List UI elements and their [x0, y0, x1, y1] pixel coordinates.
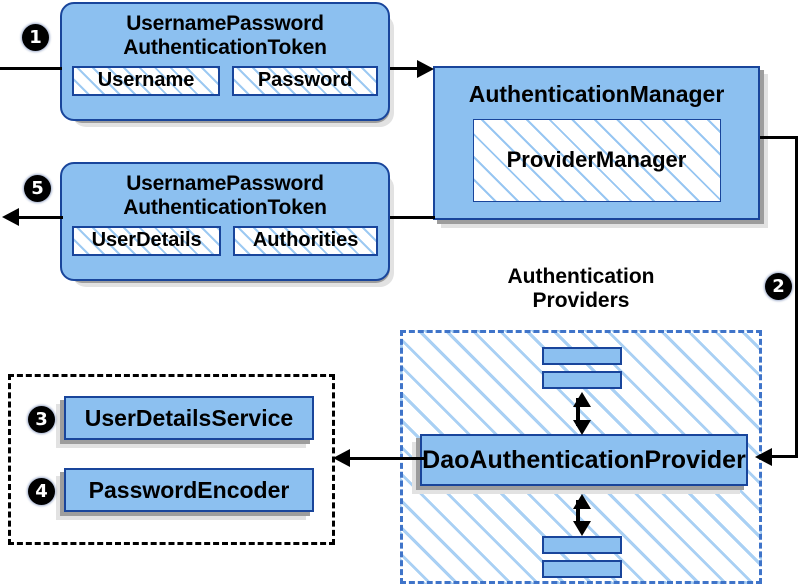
password-encoder-label: PasswordEncoder — [88, 476, 290, 503]
response-token-slot-authorities: Authorities — [233, 226, 378, 257]
authentication-providers-title-line2: Providers — [532, 288, 630, 312]
authentication-providers-title-line1: Authentication — [507, 265, 655, 288]
step-marker-4: 4 — [28, 478, 55, 505]
request-token-title-line1: UsernamePassword — [126, 12, 324, 35]
user-details-service-label: UserDetailsService — [84, 404, 294, 431]
provider-link-top-arrow-down — [573, 420, 591, 435]
request-to-manager-arrowhead — [417, 59, 434, 78]
manager-right-stub — [760, 136, 798, 139]
provider-feed-arrowhead — [755, 448, 772, 466]
provider-placeholder-bar-4[interactable] — [542, 560, 622, 578]
provider-link-bottom-line — [576, 500, 580, 526]
provider-link-top-line — [576, 398, 580, 426]
response-token-title-line1: UsernamePassword — [126, 172, 324, 195]
provider-placeholder-bar-3[interactable] — [542, 536, 622, 554]
auth-manager-label: AuthenticationManager — [468, 81, 725, 107]
manager-to-response-line — [390, 215, 435, 219]
step-marker-1: 1 — [22, 24, 49, 51]
request-token-slot-password: Password — [232, 66, 379, 97]
provider-link-top-arrow-up — [573, 392, 591, 407]
dao-authentication-provider-box[interactable]: DaoAuthenticationProvider — [420, 434, 748, 486]
password-encoder-box[interactable]: PasswordEncoder — [64, 468, 314, 512]
response-out-arrowhead — [2, 208, 19, 226]
provider-to-beans-line — [350, 456, 424, 460]
response-token-slot-userdetails: UserDetails — [72, 226, 222, 257]
provider-manager-label: ProviderManager — [506, 147, 687, 173]
response-out-line — [17, 215, 63, 219]
step-marker-5: 5 — [24, 175, 51, 202]
request-to-manager-line — [390, 67, 420, 70]
response-token-title-line2: AuthenticationToken — [123, 195, 327, 219]
provider-feed-horizontal — [770, 455, 798, 458]
provider-link-bottom-arrow-up — [573, 494, 591, 509]
request-token-slot-username: Username — [72, 66, 221, 97]
user-details-service-box[interactable]: UserDetailsService — [64, 396, 314, 440]
provider-link-bottom-arrow-down — [573, 521, 591, 536]
request-token-title-line2: AuthenticationToken — [123, 35, 327, 59]
step-marker-2: 2 — [765, 273, 792, 300]
response-token-slots: UserDetails Authorities — [62, 226, 388, 257]
provider-manager-box[interactable]: ProviderManager — [472, 118, 721, 202]
provider-to-beans-arrowhead — [333, 449, 350, 467]
provider-placeholder-bar-2[interactable] — [542, 371, 622, 389]
response-token-card[interactable]: UsernamePassword AuthenticationToken Use… — [60, 162, 390, 281]
step-marker-3: 3 — [28, 406, 55, 433]
response-token-title: UsernamePassword AuthenticationToken — [62, 172, 388, 219]
manager-to-provider-vertical — [795, 136, 798, 457]
dao-authentication-provider-label: DaoAuthenticationProvider — [422, 445, 746, 474]
provider-placeholder-bar-1[interactable] — [542, 347, 622, 365]
request-token-card[interactable]: UsernamePassword AuthenticationToken Use… — [60, 2, 390, 121]
auth-manager-box[interactable]: AuthenticationManager ProviderManager — [433, 66, 760, 220]
authentication-providers-title: Authentication Providers — [402, 265, 760, 313]
incoming-request-line — [0, 67, 62, 70]
request-token-title: UsernamePassword AuthenticationToken — [62, 12, 388, 59]
request-token-slots: Username Password — [62, 66, 388, 97]
